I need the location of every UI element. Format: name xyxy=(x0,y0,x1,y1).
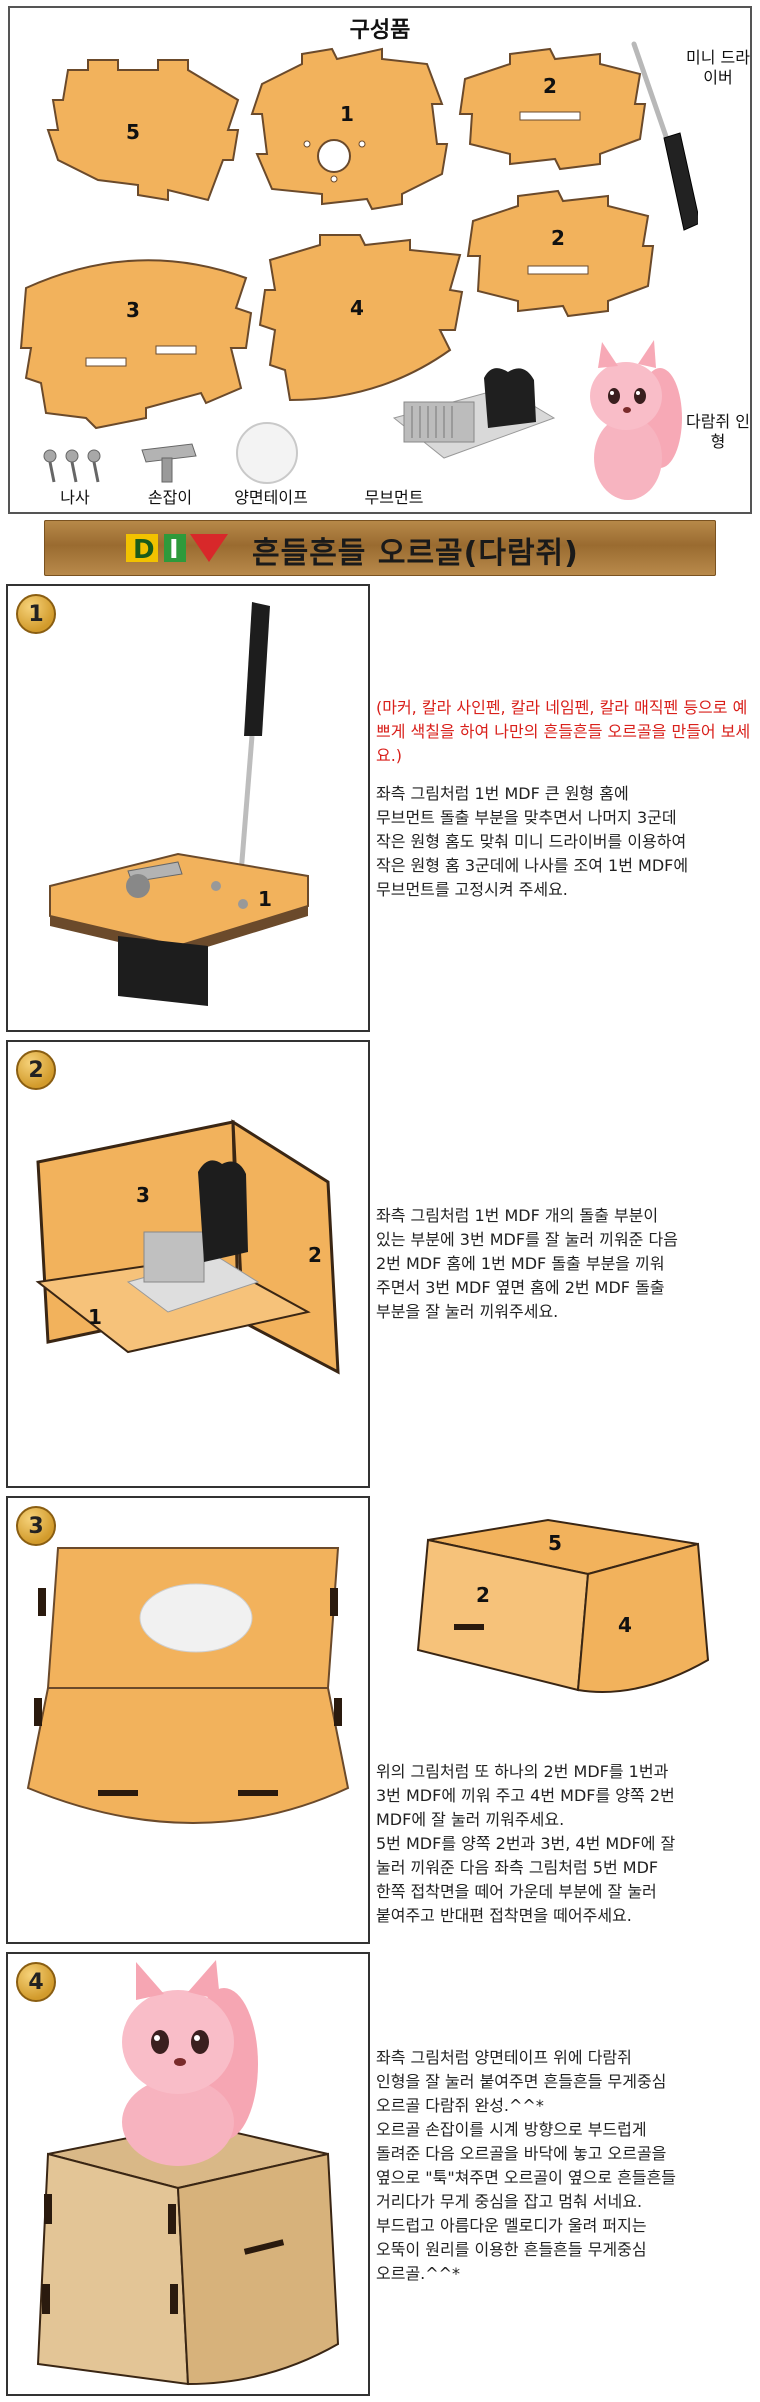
step-1-image: 1 1 xyxy=(6,584,370,1032)
figure-label: 다람쥐 인형 xyxy=(686,412,750,451)
mdf-piece-3: 3 xyxy=(16,238,266,438)
piece-number: 5 xyxy=(126,120,140,144)
step-3-text-block: 위의 그림처럼 또 하나의 2번 MDF를 1번과 3번 MDF에 끼워 주고 … xyxy=(376,1760,752,1928)
handle-label: 손잡이 xyxy=(147,488,193,507)
step-1-badge: 1 xyxy=(16,594,56,634)
step-2-image: 2 3 2 1 xyxy=(6,1040,370,1488)
step-3-instructions: 위의 그림처럼 또 하나의 2번 MDF를 1번과 3번 MDF에 끼워 주고 … xyxy=(376,1762,676,1925)
piece-number: 2 xyxy=(551,226,565,250)
mdf-piece-4: 4 xyxy=(250,230,480,410)
piece-number: 2 xyxy=(543,74,557,98)
squirrel-figure-image xyxy=(578,338,688,508)
movement-image xyxy=(384,358,564,488)
piece-number: 4 xyxy=(618,1613,632,1637)
step-3-assembled-box-image: 5 2 4 xyxy=(408,1500,718,1720)
step-4-badge: 4 xyxy=(16,1962,56,2002)
parts-panel: 구성품 5 1 2 2 xyxy=(8,6,752,514)
tape-image xyxy=(232,420,302,486)
piece-number: 3 xyxy=(136,1183,150,1207)
screwdriver-label: 미니 드라이버 xyxy=(686,48,750,87)
mdf-piece-1: 1 xyxy=(242,44,452,214)
step-2-instructions: 좌측 그림처럼 1번 MDF 개의 돌출 부분이 있는 부분에 3번 MDF를 … xyxy=(376,1206,678,1321)
movement-label: 무브먼트 xyxy=(364,488,424,507)
parts-title: 구성품 xyxy=(349,18,411,43)
svg-text:I: I xyxy=(169,535,179,565)
piece-number: 5 xyxy=(548,1531,562,1555)
step-1-text-block: (마커, 칼라 사인펜, 칼라 네임펜, 칼라 매직펜 등으로 예쁘게 색칠을 … xyxy=(376,696,752,902)
step-2-badge: 2 xyxy=(16,1050,56,1090)
piece-number: 2 xyxy=(476,1583,490,1607)
screws-image xyxy=(40,448,110,488)
piece-number: 4 xyxy=(350,296,364,320)
mdf-piece-2a: 2 xyxy=(450,44,650,174)
title-banner: D I 흔들흔들 오르골(다람쥐) xyxy=(44,520,716,576)
mdf-piece-5: 5 xyxy=(38,50,248,220)
step-3-image: 3 xyxy=(6,1496,370,1944)
banner-title: 흔들흔들 오르골(다람쥐) xyxy=(252,536,579,571)
piece-number: 2 xyxy=(308,1243,322,1267)
step-4-instructions: 좌측 그림처럼 양면테이프 위에 다람쥐 인형을 잘 눌러 붙여주면 흔들흔들 … xyxy=(376,2048,677,2283)
diy-logo-icon: D I xyxy=(126,534,228,565)
tape-label: 양면테이프 xyxy=(234,488,308,507)
coloring-note: (마커, 칼라 사인펜, 칼라 네임펜, 칼라 매직펜 등으로 예쁘게 색칠을 … xyxy=(376,698,751,765)
mdf-piece-2b: 2 xyxy=(458,186,658,326)
step-2-text-block: 좌측 그림처럼 1번 MDF 개의 돌출 부분이 있는 부분에 3번 MDF를 … xyxy=(376,1204,752,1324)
handle-image xyxy=(134,438,204,486)
svg-text:D: D xyxy=(133,535,155,565)
piece-number: 1 xyxy=(88,1305,102,1329)
step-1-instructions: 좌측 그림처럼 1번 MDF 큰 원형 홈에 무브먼트 돌출 부분을 맞추면서 … xyxy=(376,784,689,899)
mini-screwdriver-image xyxy=(628,38,698,248)
screws-label: 나사 xyxy=(60,488,90,507)
piece-number: 3 xyxy=(126,298,140,322)
step-3-badge: 3 xyxy=(16,1506,56,1546)
piece-number: 1 xyxy=(258,887,272,911)
step-4-text-block: 좌측 그림처럼 양면테이프 위에 다람쥐 인형을 잘 눌러 붙여주면 흔들흔들 … xyxy=(376,2046,752,2286)
piece-number: 1 xyxy=(340,102,354,126)
step-4-image: 4 xyxy=(6,1952,370,2396)
